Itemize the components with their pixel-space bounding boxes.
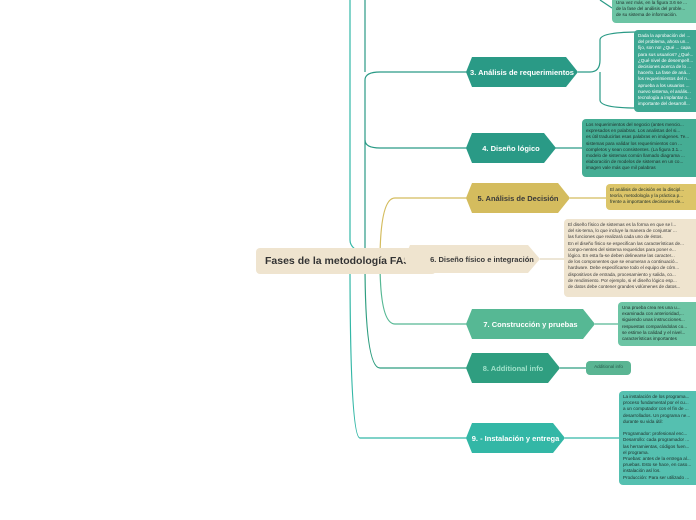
note-analisis-decision: El análisis de decisión es la discipl...… bbox=[606, 184, 696, 210]
branch-label: 4. Diseño lógico bbox=[482, 143, 540, 153]
note-instalacion: La instalación de los programa... proces… bbox=[619, 391, 696, 485]
branch-label: 7. Construcción y pruebas bbox=[483, 319, 578, 329]
branch-label: 9. - Instalación y entrega bbox=[471, 433, 560, 443]
note-diseno-logico: Los requerimientos del negocio (antes me… bbox=[582, 119, 696, 177]
note-additional-info: Additional info bbox=[586, 361, 631, 375]
branch-construccion-pruebas[interactable]: 7. Construcción y pruebas bbox=[466, 309, 595, 339]
branch-analisis-decision[interactable]: 5. Análisis de Decisión bbox=[466, 183, 570, 213]
note-requerimientos: Dada la aprobación del ... del problema,… bbox=[634, 30, 696, 112]
root-title: Fases de la metodología FAST bbox=[265, 255, 417, 267]
top-note: Una vez más, en la figura 3.6 se ... de … bbox=[612, 0, 696, 23]
note-diseno-fisico: El diseño físico de sistemas es la forma… bbox=[564, 219, 696, 297]
branch-diseno-logico[interactable]: 4. Diseño lógico bbox=[466, 133, 556, 163]
branch-diseno-fisico[interactable]: 6. Diseño físico e integración bbox=[404, 245, 540, 273]
branch-label: 8. Additional info bbox=[482, 363, 544, 373]
branch-label: 6. Diseño físico e integración bbox=[430, 254, 534, 264]
branch-instalacion-entrega[interactable]: 9. - Instalación y entrega bbox=[466, 423, 565, 453]
branch-analisis-requerimientos[interactable]: 3. Análisis de requerimientos bbox=[466, 57, 578, 87]
branch-label: 3. Análisis de requerimientos bbox=[470, 67, 574, 77]
branch-label: 5. Análisis de Decisión bbox=[477, 193, 559, 203]
note-construccion: Una prueba crea res una u... examinada c… bbox=[618, 302, 696, 346]
branch-additional-info[interactable]: 8. Additional info bbox=[466, 353, 560, 383]
